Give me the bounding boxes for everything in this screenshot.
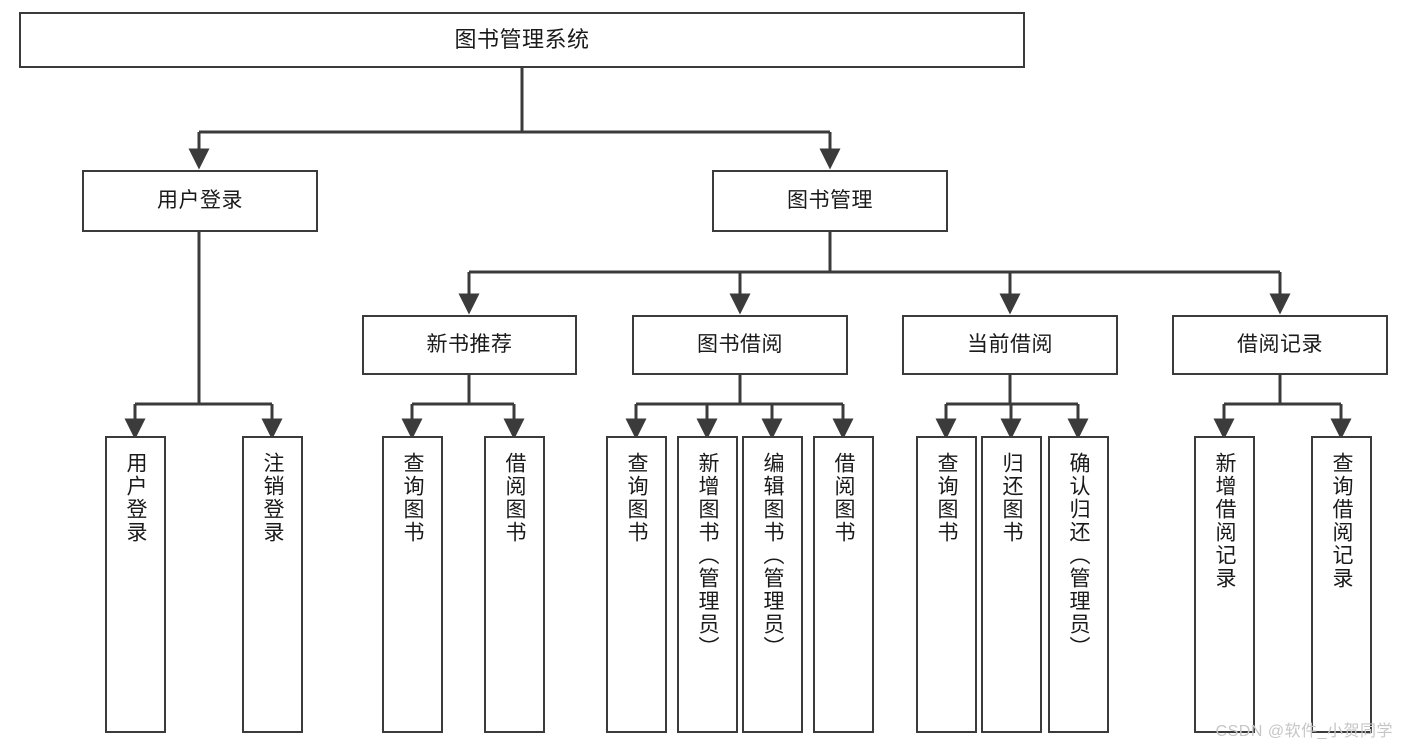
node-book-management[interactable]: 图书管理 <box>712 170 948 232</box>
node-label: 图书借阅 <box>697 332 783 356</box>
node-label: 查询图书 <box>625 452 648 544</box>
node-label: 新增图书（管理员） <box>696 452 719 659</box>
node-label: 新书推荐 <box>426 332 513 356</box>
node-label: 图书管理系统 <box>454 27 590 53</box>
node-leaf-query-record[interactable]: 查询借阅记录 <box>1311 436 1372 733</box>
node-leaf-borrow-book-2[interactable]: 借阅图书 <box>813 436 874 733</box>
node-book-borrow[interactable]: 图书借阅 <box>632 315 848 375</box>
node-label: 借阅记录 <box>1237 332 1323 356</box>
node-label: 编辑图书（管理员） <box>761 452 784 659</box>
node-leaf-query-book-1[interactable]: 查询图书 <box>382 436 443 733</box>
node-label: 查询图书 <box>401 452 424 544</box>
node-leaf-query-book-2[interactable]: 查询图书 <box>606 436 667 733</box>
node-leaf-logout[interactable]: 注销登录 <box>242 436 303 733</box>
node-new-book-recommend[interactable]: 新书推荐 <box>362 315 577 375</box>
node-root-book-management-system[interactable]: 图书管理系统 <box>19 12 1025 68</box>
csdn-watermark: CSDN @软件_小贺同学 <box>1215 723 1393 740</box>
node-label: 图书管理 <box>787 188 873 212</box>
node-leaf-user-login[interactable]: 用户登录 <box>105 436 166 733</box>
node-label: 新增借阅记录 <box>1213 452 1236 590</box>
node-leaf-return-book[interactable]: 归还图书 <box>981 436 1042 733</box>
node-label: 确认归还（管理员） <box>1067 452 1090 659</box>
node-leaf-confirm-return[interactable]: 确认归还（管理员） <box>1048 436 1109 733</box>
node-label: 归还图书 <box>1000 452 1023 544</box>
node-borrow-record[interactable]: 借阅记录 <box>1172 315 1388 375</box>
node-label: 查询图书 <box>935 452 958 544</box>
node-label: 借阅图书 <box>503 452 526 544</box>
node-label: 查询借阅记录 <box>1330 452 1353 590</box>
node-leaf-add-record[interactable]: 新增借阅记录 <box>1194 436 1255 733</box>
node-leaf-add-book[interactable]: 新增图书（管理员） <box>677 436 738 733</box>
node-leaf-query-book-3[interactable]: 查询图书 <box>916 436 977 733</box>
node-label: 用户登录 <box>124 452 147 544</box>
node-leaf-edit-book[interactable]: 编辑图书（管理员） <box>742 436 803 733</box>
node-label: 当前借阅 <box>967 332 1053 356</box>
node-label: 借阅图书 <box>832 452 855 544</box>
node-user-login[interactable]: 用户登录 <box>82 170 318 232</box>
node-leaf-borrow-book-1[interactable]: 借阅图书 <box>484 436 545 733</box>
node-current-borrow[interactable]: 当前借阅 <box>902 315 1118 375</box>
node-label: 注销登录 <box>261 452 284 544</box>
node-label: 用户登录 <box>157 188 243 212</box>
